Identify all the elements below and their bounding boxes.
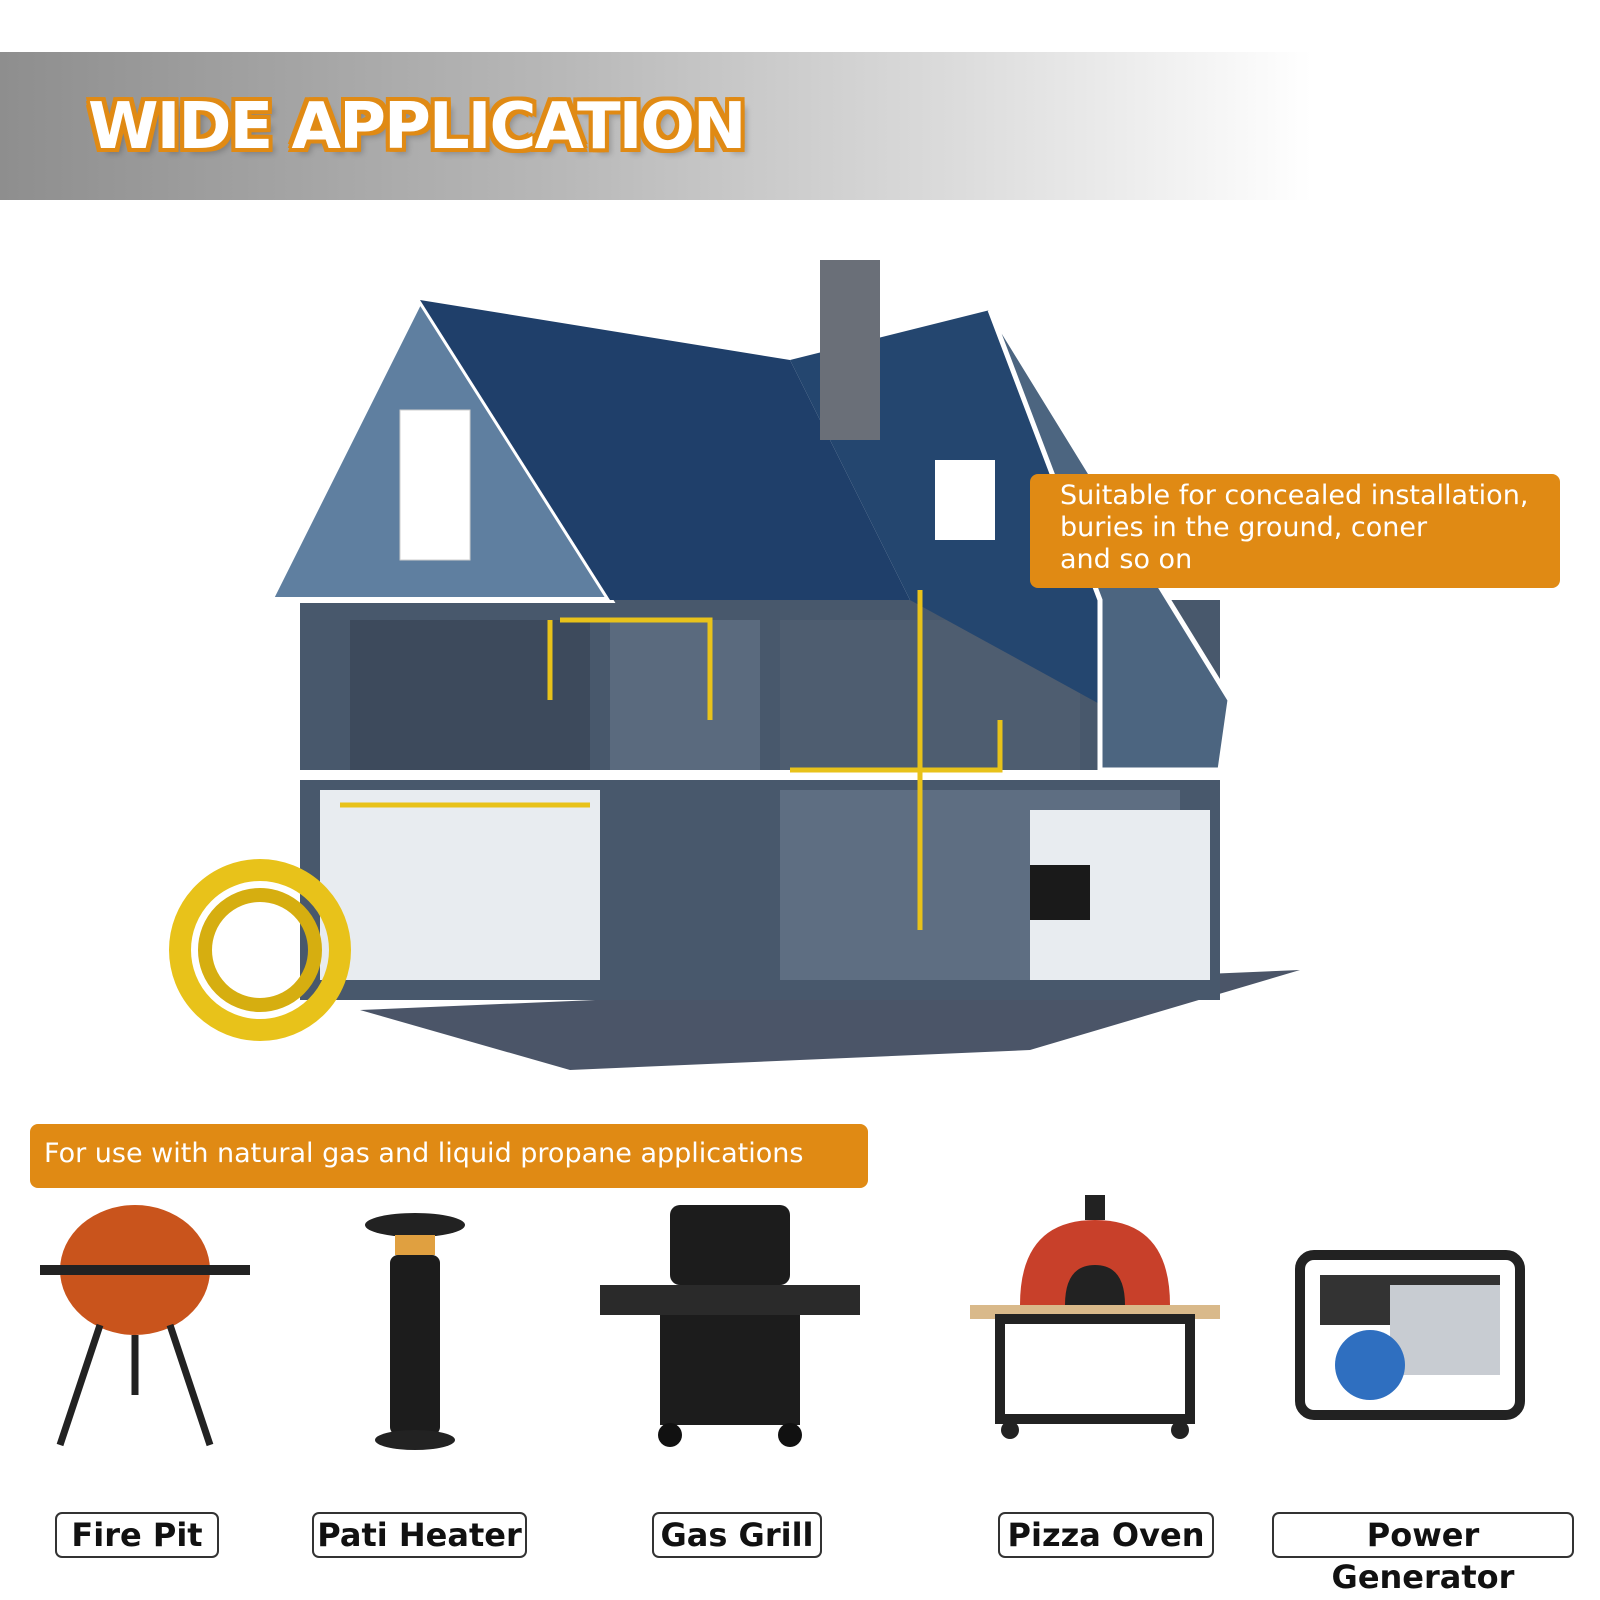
house-cutaway-illustration [169,260,1300,1070]
label-gas-grill: Gas Grill [652,1512,822,1558]
label-fire-pit: Fire Pit [55,1512,219,1558]
fire-pit-icon [40,1205,250,1447]
callout-line: Suitable for concealed installation, [1060,480,1529,511]
label-patio-heater: Pati Heater [312,1512,527,1558]
callout-line: buries in the ground, coner [1060,512,1428,543]
patio-heater-icon [365,1213,465,1450]
page-title: WIDE APPLICATION [88,90,746,164]
gas-usage-callout: For use with natural gas and liquid prop… [30,1124,868,1188]
callout-line: and so on [1060,544,1193,575]
label-power-generator: Power Generator [1272,1512,1574,1596]
label-pizza-oven: Pizza Oven [998,1512,1214,1558]
gas-grill-icon [600,1205,860,1447]
title-banner [0,52,1600,200]
concealed-installation-callout: Suitable for concealed installation, bur… [1030,474,1560,588]
pizza-oven-icon [970,1195,1220,1439]
power-generator-icon [1295,1250,1525,1420]
